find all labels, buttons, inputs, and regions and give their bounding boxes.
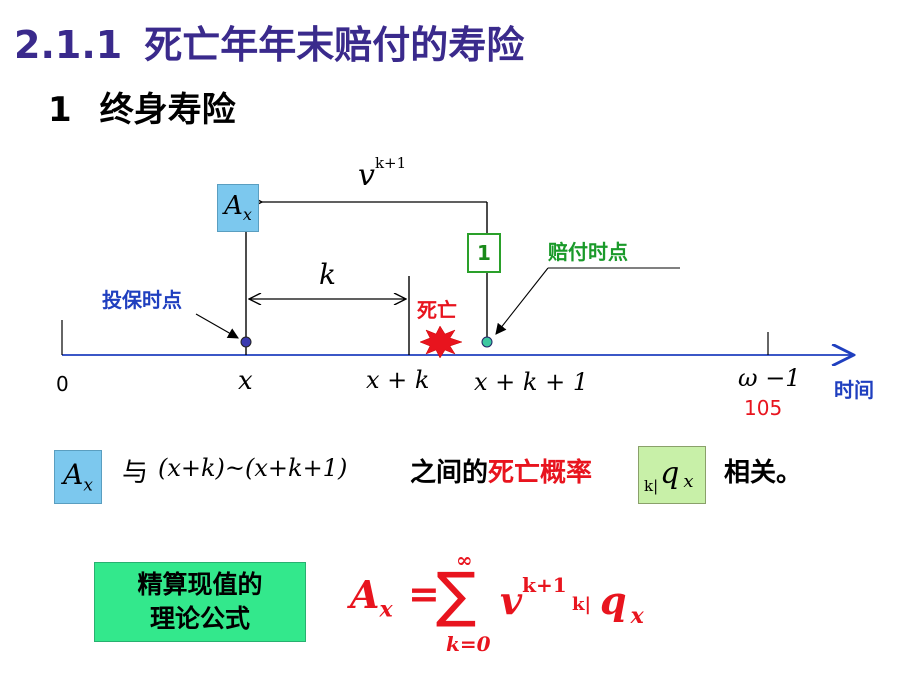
relation-with: 与: [122, 458, 149, 488]
payment-amount-box: 1: [467, 233, 501, 273]
tick-label-x-plus-k: x + k: [366, 366, 430, 394]
origin-label: 0: [56, 372, 69, 396]
tick-label-x: x: [238, 366, 253, 396]
policy-point-dot: [240, 336, 252, 348]
formula-label-line2: 理论公式: [149, 604, 250, 633]
ax-symbol: Ax: [224, 191, 252, 225]
formula-equals: =: [408, 572, 440, 616]
death-label: 死亡: [417, 298, 457, 322]
relation-ax-box: Ax: [54, 450, 102, 504]
formula-sum-lower: k=0: [446, 632, 491, 656]
formula-sum-upper: ∞: [456, 548, 473, 572]
policy-point-label: 投保时点: [102, 288, 182, 312]
death-burst-icon: [419, 325, 463, 359]
deferred-q-box: [638, 446, 706, 504]
tick-label-x-plus-k-plus-1: x + k + 1: [474, 368, 589, 396]
page-subtitle: 1 终身寿险: [48, 82, 236, 131]
section-number: 2.1.1: [14, 23, 123, 67]
formula-label-line1: 精算现值的: [137, 570, 263, 599]
relation-interval: (x+k)~(x+k+1): [158, 454, 348, 482]
payment-callout-line-2: [495, 267, 549, 335]
payment-point-label: 赔付时点: [548, 240, 628, 264]
discount-factor-label: vk+1: [358, 154, 407, 193]
relation-ax-symbol: Ax: [63, 458, 93, 496]
ax-box: Ax: [217, 184, 259, 232]
omega-value: 105: [744, 396, 783, 420]
payment-point-dot: [481, 336, 493, 348]
time-axis-label: 时间: [834, 378, 874, 402]
death-probability-text: 死亡概率: [488, 458, 593, 488]
formula-v-term: vk+1: [500, 573, 567, 623]
formula-label-box: 精算现值的 理论公式: [94, 562, 306, 642]
subsection-title: 终身寿险: [99, 90, 236, 130]
page-title: 2.1.1 死亡年年末赔付的寿险: [14, 14, 524, 69]
formula-sum-symbol: ∑: [436, 560, 477, 630]
formula-lhs: Ax: [350, 572, 393, 623]
k-label: k: [319, 258, 336, 291]
tick-label-omega: ω −1: [738, 364, 801, 392]
formula-q-prefix: k|: [572, 594, 592, 615]
relation-related-text: 相关。: [724, 458, 803, 488]
relation-between-text: 之间的死亡概率: [410, 458, 593, 488]
policy-callout-line: [195, 313, 239, 339]
subsection-number: 1: [48, 90, 72, 130]
section-title: 死亡年年末赔付的寿险: [144, 23, 525, 67]
